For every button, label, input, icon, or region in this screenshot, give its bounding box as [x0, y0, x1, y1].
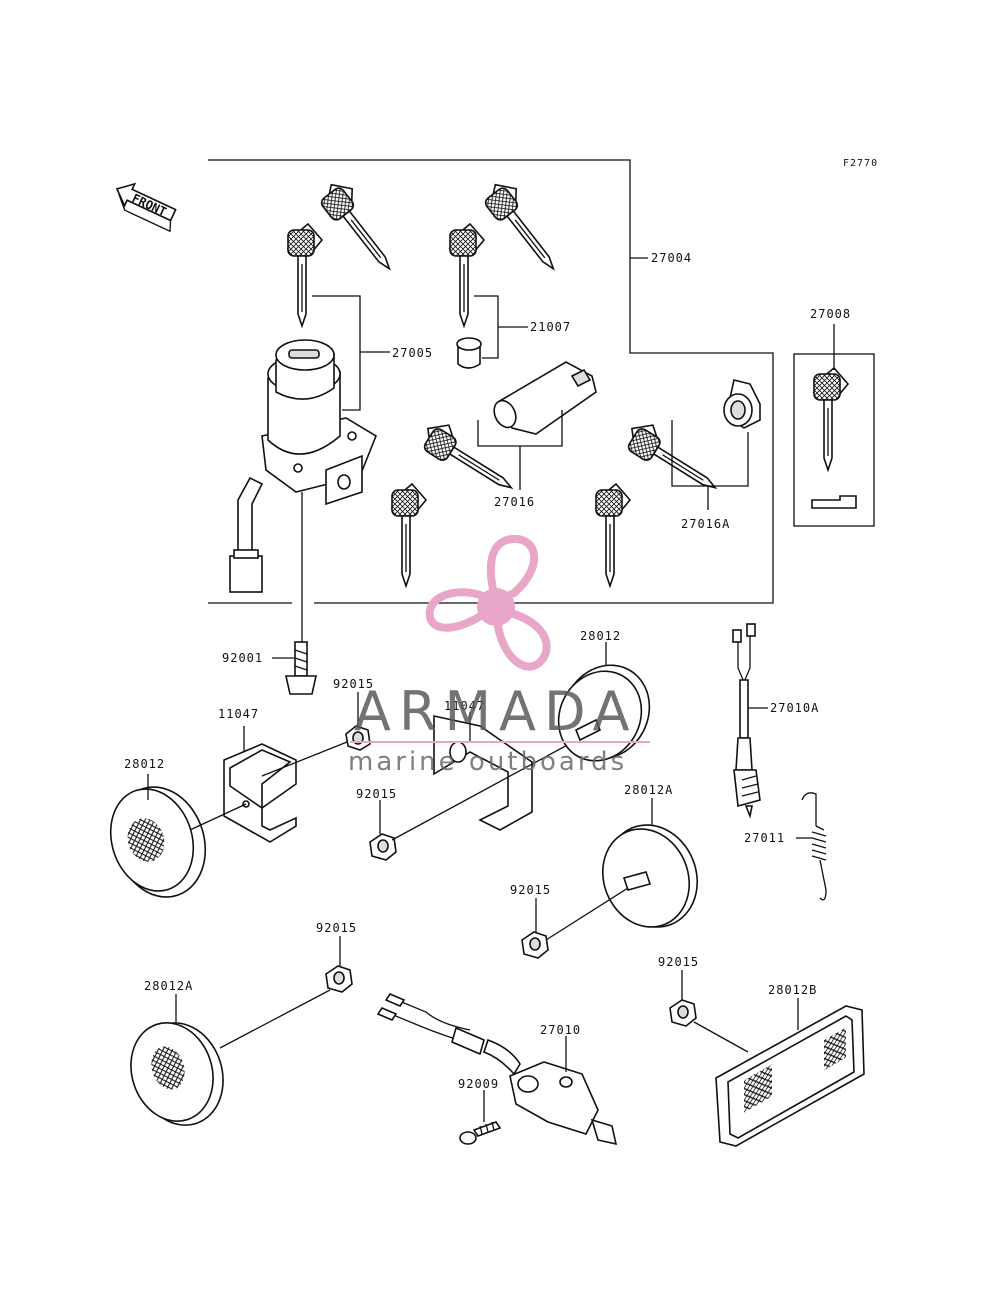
nut-92015-d — [325, 965, 353, 993]
lock-cap — [456, 337, 482, 369]
reflector-28012-top — [557, 664, 651, 762]
label-27005: 27005 — [392, 346, 433, 360]
label-28012-top: 28012 — [580, 629, 621, 643]
kit-frame — [208, 159, 774, 604]
label-27004: 27004 — [651, 251, 692, 265]
label-27010: 27010 — [540, 1023, 581, 1037]
propeller-logo-icon — [425, 534, 551, 671]
label-27010A: 27010A — [770, 701, 819, 715]
label-92015-e: 92015 — [658, 955, 699, 969]
label-28012A-right: 28012A — [624, 783, 673, 797]
reflector-28012B — [715, 1005, 865, 1147]
switch-27010A — [732, 623, 761, 819]
label-92009: 92009 — [458, 1077, 499, 1091]
label-11047-mid: 11047 — [444, 699, 485, 713]
label-92015-b: 92015 — [356, 787, 397, 801]
nut-92015-c — [521, 931, 549, 959]
helmet-lock — [493, 361, 597, 435]
label-28012B: 28012B — [768, 983, 817, 997]
figure-code: F2770 — [843, 158, 878, 169]
helmet-lock-key-a — [391, 483, 427, 587]
bracket-11047-mid — [433, 715, 533, 831]
ignition-key-b — [314, 175, 406, 279]
label-28012A-left: 28012A — [144, 979, 193, 993]
spring-27011 — [801, 792, 827, 901]
seat-lock-key-b — [478, 175, 570, 279]
screw-92009 — [459, 1121, 502, 1145]
reflector-28012A-right — [601, 824, 699, 928]
nut-92015-e — [669, 999, 697, 1027]
key-blank — [813, 367, 849, 471]
label-92015-d: 92015 — [316, 921, 357, 935]
label-27008: 27008 — [810, 307, 851, 321]
seat-lock-key-a — [449, 223, 485, 327]
label-92015-a: 92015 — [333, 677, 374, 691]
label-11047-left: 11047 — [218, 707, 259, 721]
bracket-11047-left — [223, 743, 297, 843]
label-27016A: 27016A — [681, 517, 730, 531]
label-21007: 21007 — [530, 320, 571, 334]
label-27011: 27011 — [744, 831, 785, 845]
watermark-tagline: marine outboards — [348, 747, 627, 777]
key-blank-tag — [811, 495, 857, 509]
ignition-switch — [229, 339, 377, 593]
front-arrow-icon: FRONT — [115, 182, 177, 233]
fuel-cap-key-a — [595, 483, 631, 587]
label-92015-c: 92015 — [510, 883, 551, 897]
reflector-28012-left — [109, 786, 207, 898]
fuel-cap-lock — [723, 379, 761, 429]
ignition-key-a — [287, 223, 323, 327]
nut-92015-b — [369, 833, 397, 861]
nut-92015-a — [345, 725, 371, 751]
reflector-28012A-left — [130, 1022, 224, 1126]
helmet-lock-key-b — [416, 415, 523, 501]
watermark: ARMADA marine outboards — [348, 534, 650, 777]
label-92001: 92001 — [222, 651, 263, 665]
label-27016: 27016 — [494, 495, 535, 509]
label-28012-left: 28012 — [124, 757, 165, 771]
fuel-cap-key-b — [620, 415, 727, 501]
switch-27010 — [376, 993, 618, 1146]
watermark-brand: ARMADA — [354, 680, 638, 743]
bolt-92001 — [285, 641, 317, 695]
